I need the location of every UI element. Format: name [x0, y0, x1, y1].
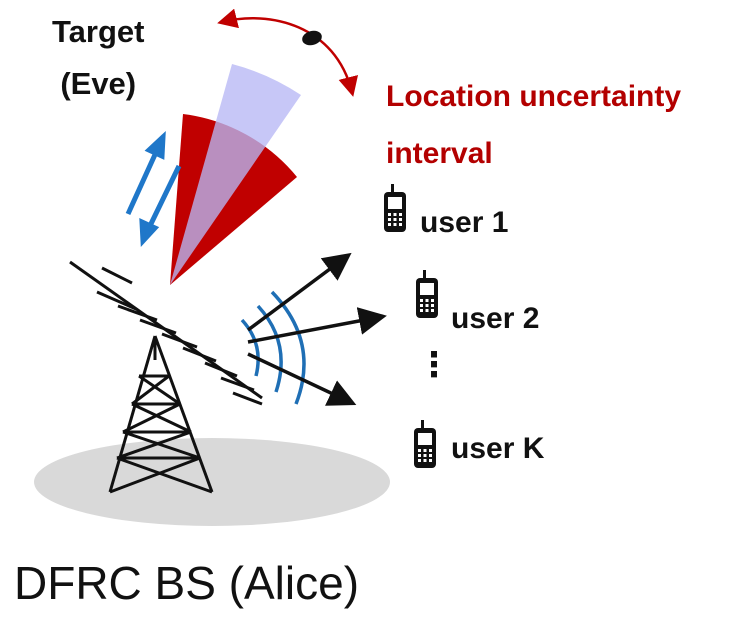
target-eve-dot — [302, 30, 322, 46]
uncertainty-label-line1: Location uncertainty — [386, 80, 682, 113]
phone-icon — [384, 184, 406, 232]
ellipsis-dots: ⋮ — [417, 346, 451, 384]
arrow-user-1 — [246, 252, 352, 332]
signal-arrows — [246, 252, 387, 406]
beam-adjust-arrows-icon — [125, 130, 182, 248]
tower-icon — [108, 335, 214, 494]
target-label: Target (Eve) — [52, 6, 144, 110]
uncertainty-arc-arrow — [217, 8, 358, 97]
user-k-label: user K — [451, 432, 545, 465]
user-1-label: user 1 — [420, 206, 509, 239]
ground-ellipse — [34, 438, 390, 526]
uncertainty-label-line2: interval — [386, 137, 493, 170]
antenna-array — [69, 260, 263, 406]
arrow-user-2 — [247, 307, 387, 344]
uncertainty-label: Location uncertainty interval — [386, 68, 681, 182]
radio-waves-icon — [240, 290, 306, 405]
target-label-line2: (Eve) — [60, 66, 137, 101]
phone-icon — [414, 420, 436, 468]
arrow-user-k — [247, 352, 357, 406]
sensing-beam — [170, 114, 297, 285]
uncertainty-beam — [170, 64, 301, 285]
base-station-label: DFRC BS (Alice) — [14, 557, 360, 609]
phone-icon — [416, 270, 438, 318]
user-2-label: user 2 — [451, 302, 540, 335]
target-label-line1: Target — [52, 14, 145, 49]
